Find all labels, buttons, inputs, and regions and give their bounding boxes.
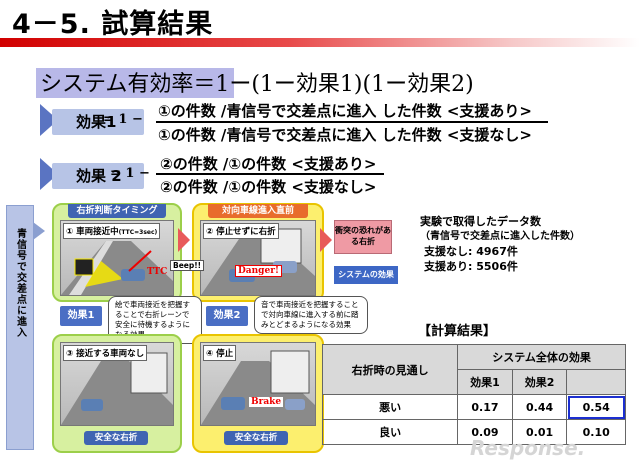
- safe-turn-left: 安全な右折: [84, 431, 148, 445]
- cell-effect2: 0.01: [511, 419, 568, 445]
- cell-effect2: 0.44: [511, 394, 568, 420]
- data-summary-title: 実験で取得したデータ数: [420, 215, 541, 228]
- brake-text: Brake: [249, 397, 284, 407]
- formula-label: システム有効率: [40, 72, 194, 97]
- danger-text: Danger!: [235, 265, 282, 277]
- effect1-label-box: 効果1: [52, 109, 144, 135]
- effect1-label: 効果1: [76, 113, 117, 131]
- cell-total-highlighted: 0.54: [566, 394, 626, 420]
- header-visibility: 右折時の見通し: [321, 344, 459, 395]
- row-name: 悪い: [321, 394, 459, 420]
- system-effect-box: システムの効果: [334, 266, 398, 284]
- slide-title: 4－5. 試算結果: [12, 9, 214, 40]
- header-system-effect: システム全体の効果: [457, 344, 626, 370]
- scene4-illustration: [201, 350, 315, 425]
- beep-text: Beep!!: [170, 260, 205, 271]
- row-name: 良い: [321, 419, 459, 445]
- effect2-denominator: ②の件数 /①の件数 <支援なし>: [160, 178, 377, 196]
- ttc-text: TTC: [147, 267, 168, 277]
- arrow-risk-icon: [320, 228, 332, 252]
- data-without-support: 支援なし: 4967件: [424, 245, 518, 258]
- formula-label-highlight: [36, 68, 234, 98]
- panel-turn-decision: 右折判断タイミング ① 車両接近中(TTC=3sec) TTC: [52, 203, 182, 302]
- panel-no-vehicle: ③ 接近する車両なし 安全な右折: [52, 334, 182, 453]
- scene-no-stop-turn: ② 停止せずに右折 Danger!: [200, 220, 316, 296]
- effect2-lhs: = 1 −: [110, 166, 150, 181]
- effect1-numerator: ①の件数 /青信号で交差点に進入 した件数 <支援あり>: [158, 102, 532, 120]
- effect1-tag: 効果1: [60, 306, 102, 326]
- entry-arrow-icon: [33, 222, 45, 240]
- header-effect2: 効果2: [511, 369, 568, 395]
- safe-turn-right: 安全な右折: [224, 431, 288, 445]
- effect2-label-box: 効果 2: [52, 163, 144, 189]
- title-underline: [0, 38, 640, 47]
- results-table: 右折時の見通し システム全体の効果 効果1 効果2 悪い 0.17 0.44 0…: [321, 344, 626, 445]
- data-summary: 実験で取得したデータ数 （青信号で交差点に進入した件数） 支援なし: 4967件…: [420, 214, 580, 274]
- scene4-label: ④ 停止: [203, 345, 237, 361]
- header-effect1: 効果1: [457, 369, 513, 395]
- collision-risk-box: 衝突の恐れがある右折: [334, 220, 392, 254]
- scene2-label: ② 停止せずに右折: [203, 223, 279, 239]
- entry-condition-bar: 青信号で交差点に進入: [6, 205, 34, 450]
- effect2-fraction-line: [156, 173, 384, 175]
- panel-before-oncoming-lane: 対向車線進入直前 ② 停止せずに右折 Danger!: [192, 203, 324, 302]
- table-subheader-row: 効果1 効果2: [323, 369, 626, 395]
- scene1-illustration: [61, 241, 173, 295]
- cell-total: 0.10: [566, 419, 626, 445]
- effect2-note: 音で車両接近を把握することで対向車線に進入する前に踏みとどまるようになる効果: [254, 296, 368, 334]
- table-row: 悪い 0.17 0.44 0.54: [321, 394, 626, 420]
- panel-stop: ④ 停止 Brake 安全な右折: [192, 334, 324, 453]
- data-summary-subtitle: （青信号で交差点に進入した件数）: [420, 231, 580, 242]
- effect2-label: 効果 2: [76, 167, 122, 185]
- header-before-oncoming: 対向車線進入直前: [208, 204, 308, 218]
- header-total-empty: [566, 369, 626, 395]
- effect2-numerator: ②の件数 /①の件数 <支援あり>: [160, 155, 377, 173]
- effect1-fraction-line: [156, 121, 548, 123]
- header-turn-decision: 右折判断タイミング: [68, 204, 166, 218]
- table-header-row: 右折時の見通し システム全体の効果: [321, 344, 626, 395]
- effect2-tag: 効果2: [206, 306, 248, 326]
- scene-no-approaching-vehicle: ③ 接近する車両なし: [60, 342, 174, 426]
- effect1-denominator: ①の件数 /青信号で交差点に進入 した件数 <支援なし>: [158, 126, 532, 144]
- entry-condition-label: 青信号で交差点に進入: [14, 228, 26, 338]
- arrow-right-icon: [178, 228, 190, 252]
- scene-stop: ④ 停止 Brake: [200, 342, 316, 426]
- formula-expression: ＝1ー(1ー効果1)(1ー効果2): [193, 72, 474, 97]
- data-with-support: 支援あり: 5506件: [424, 260, 518, 273]
- scene-vehicle-approaching: ① 車両接近中(TTC=3sec) TTC: [60, 220, 174, 296]
- cell-effect1: 0.17: [457, 394, 513, 420]
- formula: システム有効率＝1ー(1ー効果1)(1ー効果2): [40, 66, 474, 98]
- cell-effect1: 0.09: [457, 419, 513, 445]
- scene3-label: ③ 接近する車両なし: [63, 345, 148, 361]
- results-title: 【計算結果】: [418, 324, 497, 339]
- watermark: Response.: [470, 436, 586, 460]
- table-row: 良い 0.09 0.01 0.10: [321, 419, 626, 445]
- scene1-label: ① 車両接近中(TTC=3sec): [63, 223, 161, 239]
- effect1-lhs: = 1 −: [103, 112, 143, 127]
